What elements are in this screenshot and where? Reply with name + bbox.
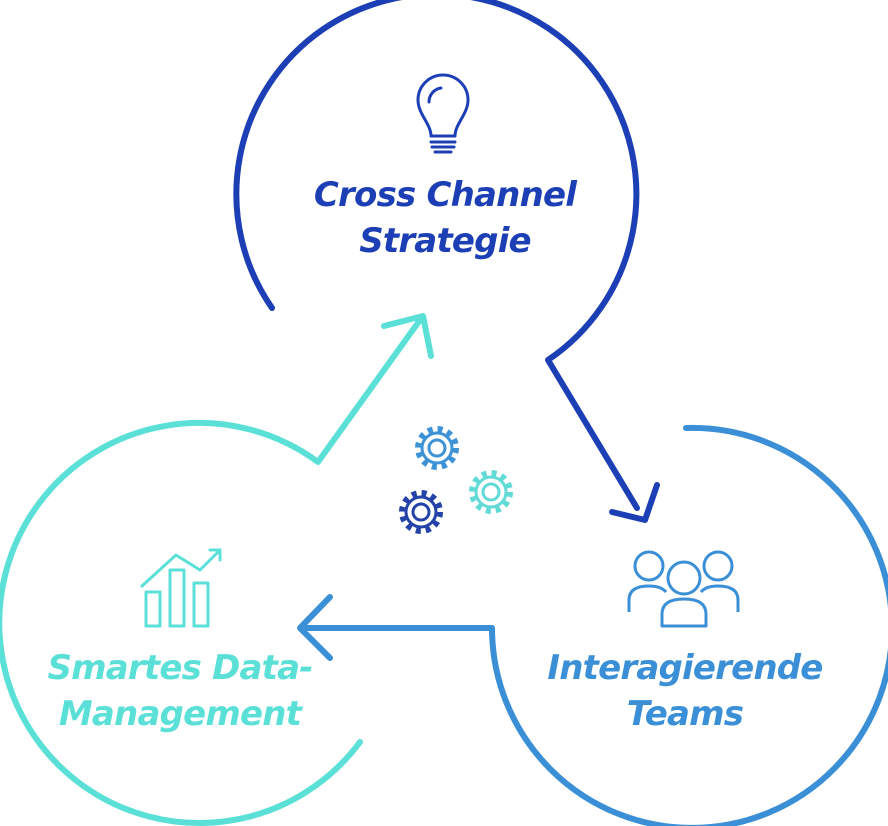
- strategy-cycle-path: [233, 0, 660, 523]
- data-cycle-path: [0, 313, 434, 826]
- strategy-label: Cross Channel Strategie: [290, 172, 600, 264]
- bar-chart-trend-icon: [140, 548, 222, 628]
- gears-icon: [399, 426, 513, 534]
- teams-label-line-2: Teams: [626, 694, 744, 734]
- teams-cycle-path: [297, 424, 888, 826]
- gear-mid: [415, 426, 459, 470]
- data-label-line-2: Management: [58, 694, 302, 734]
- teams-label-line-1: Interagierende: [547, 648, 823, 688]
- data-label-line-1: Smartes Data-: [47, 648, 313, 688]
- teams-label: Interagierende Teams: [520, 645, 850, 737]
- strategy-label-line-1: Cross Channel: [313, 175, 577, 215]
- gear-light: [469, 470, 513, 514]
- data-label: Smartes Data- Management: [20, 645, 340, 737]
- strategy-label-line-2: Strategie: [359, 221, 531, 261]
- lightbulb-icon: [416, 73, 470, 154]
- team-icon: [627, 550, 740, 628]
- gear-dark: [399, 490, 443, 534]
